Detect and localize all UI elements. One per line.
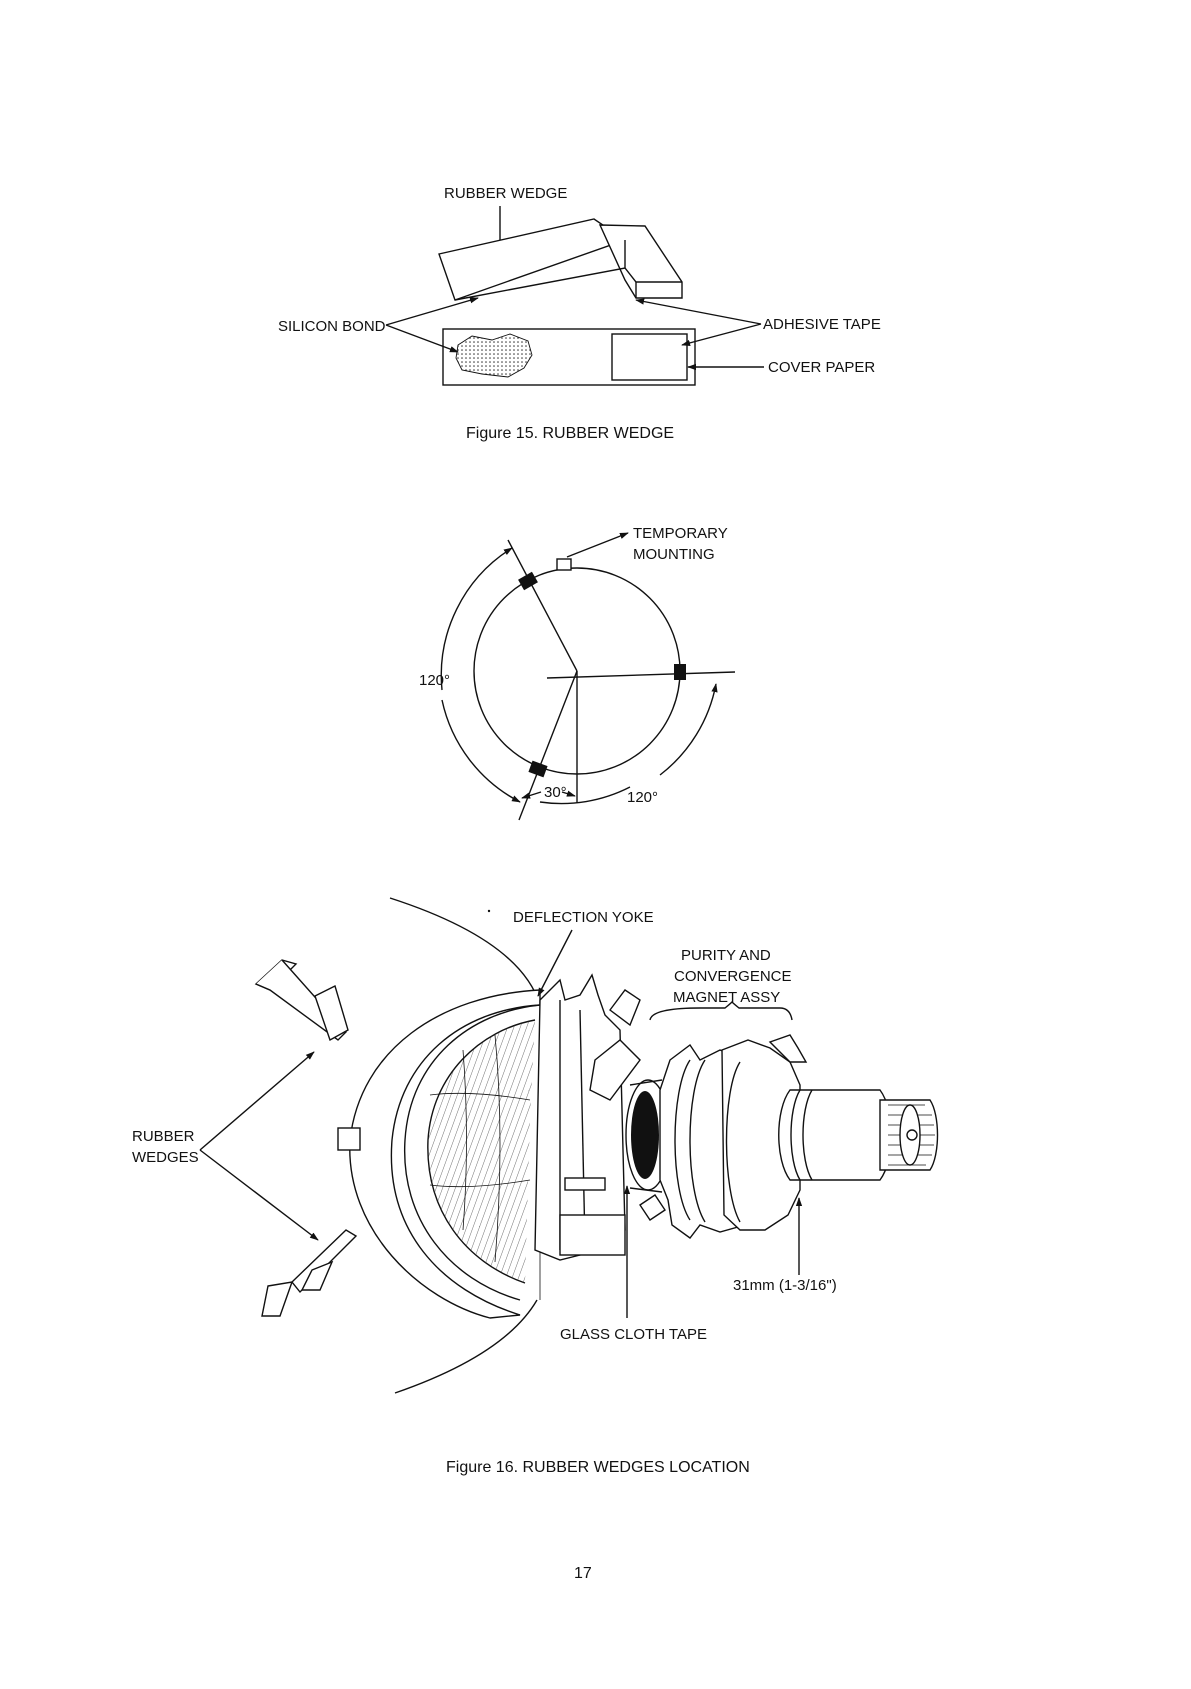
label-rubber-wedge: RUBBER WEDGE [444,185,567,202]
rubber-wedge-drawing [439,219,682,300]
figure-16-caption: Figure 16. RUBBER WEDGES LOCATION [446,1459,750,1476]
label-rubber-wedges-2: WEDGES [132,1149,199,1166]
label-angle-left: 120° [419,672,450,689]
label-purity-1: PURITY AND [681,947,771,964]
speck [488,910,490,912]
label-deflection-yoke: DEFLECTION YOKE [513,909,654,926]
wedge-marker-upper [518,572,538,590]
label-silicon-bond: SILICON BOND [278,318,386,335]
arrow-rubber-wedges-lower [200,1150,318,1240]
label-purity-2: CONVERGENCE [674,968,792,985]
figure-16: DEFLECTION YOKE PURITY AND CONVERGENCE M… [132,898,938,1476]
label-adhesive-tape: ADHESIVE TAPE [763,316,881,333]
label-dimension: 31mm (1-3/16") [733,1277,837,1294]
dim-30-arrow-left [522,792,541,798]
label-angle-right: 120° [627,789,658,806]
rubber-wedge-lower [262,1230,356,1316]
mounting-angle-diagram: 120° 120° 30° TEMPORARY MOUNTING [419,525,735,820]
arrow-rubber-wedges-upper [200,1052,314,1150]
label-glass-cloth-tape: GLASS CLOTH TAPE [560,1326,707,1343]
page-number: 17 [574,1565,592,1582]
arc-angle-right [660,684,716,775]
arrow-silicon-bond-1 [386,298,478,325]
arc-angle-left-upper [441,548,512,690]
arc-angle-left-lower [442,700,520,802]
purity-convergence-magnet [640,1035,938,1238]
rubber-wedge-upper [256,960,348,1040]
label-cover-paper: COVER PAPER [768,359,875,376]
deflection-yoke-bell [338,990,540,1318]
yoke-core [535,975,640,1260]
label-purity-3: MAGNET ASSY [673,989,780,1006]
figure-15-caption: Figure 15. RUBBER WEDGE [466,425,674,442]
label-temporary-mounting-2: MOUNTING [633,546,715,563]
label-temporary-mounting-1: TEMPORARY [633,525,728,542]
cover-paper [612,334,687,380]
arrow-temporary-mounting [567,533,628,557]
wedge-marker-right [674,664,686,680]
figure-15: RUBBER WEDGE SILICON BOND ADHESIVE TAPE … [278,185,881,442]
label-rubber-wedges-1: RUBBER [132,1128,195,1145]
arrow-adhesive-tape-1 [636,300,761,324]
temporary-mounting-tab [557,559,571,570]
